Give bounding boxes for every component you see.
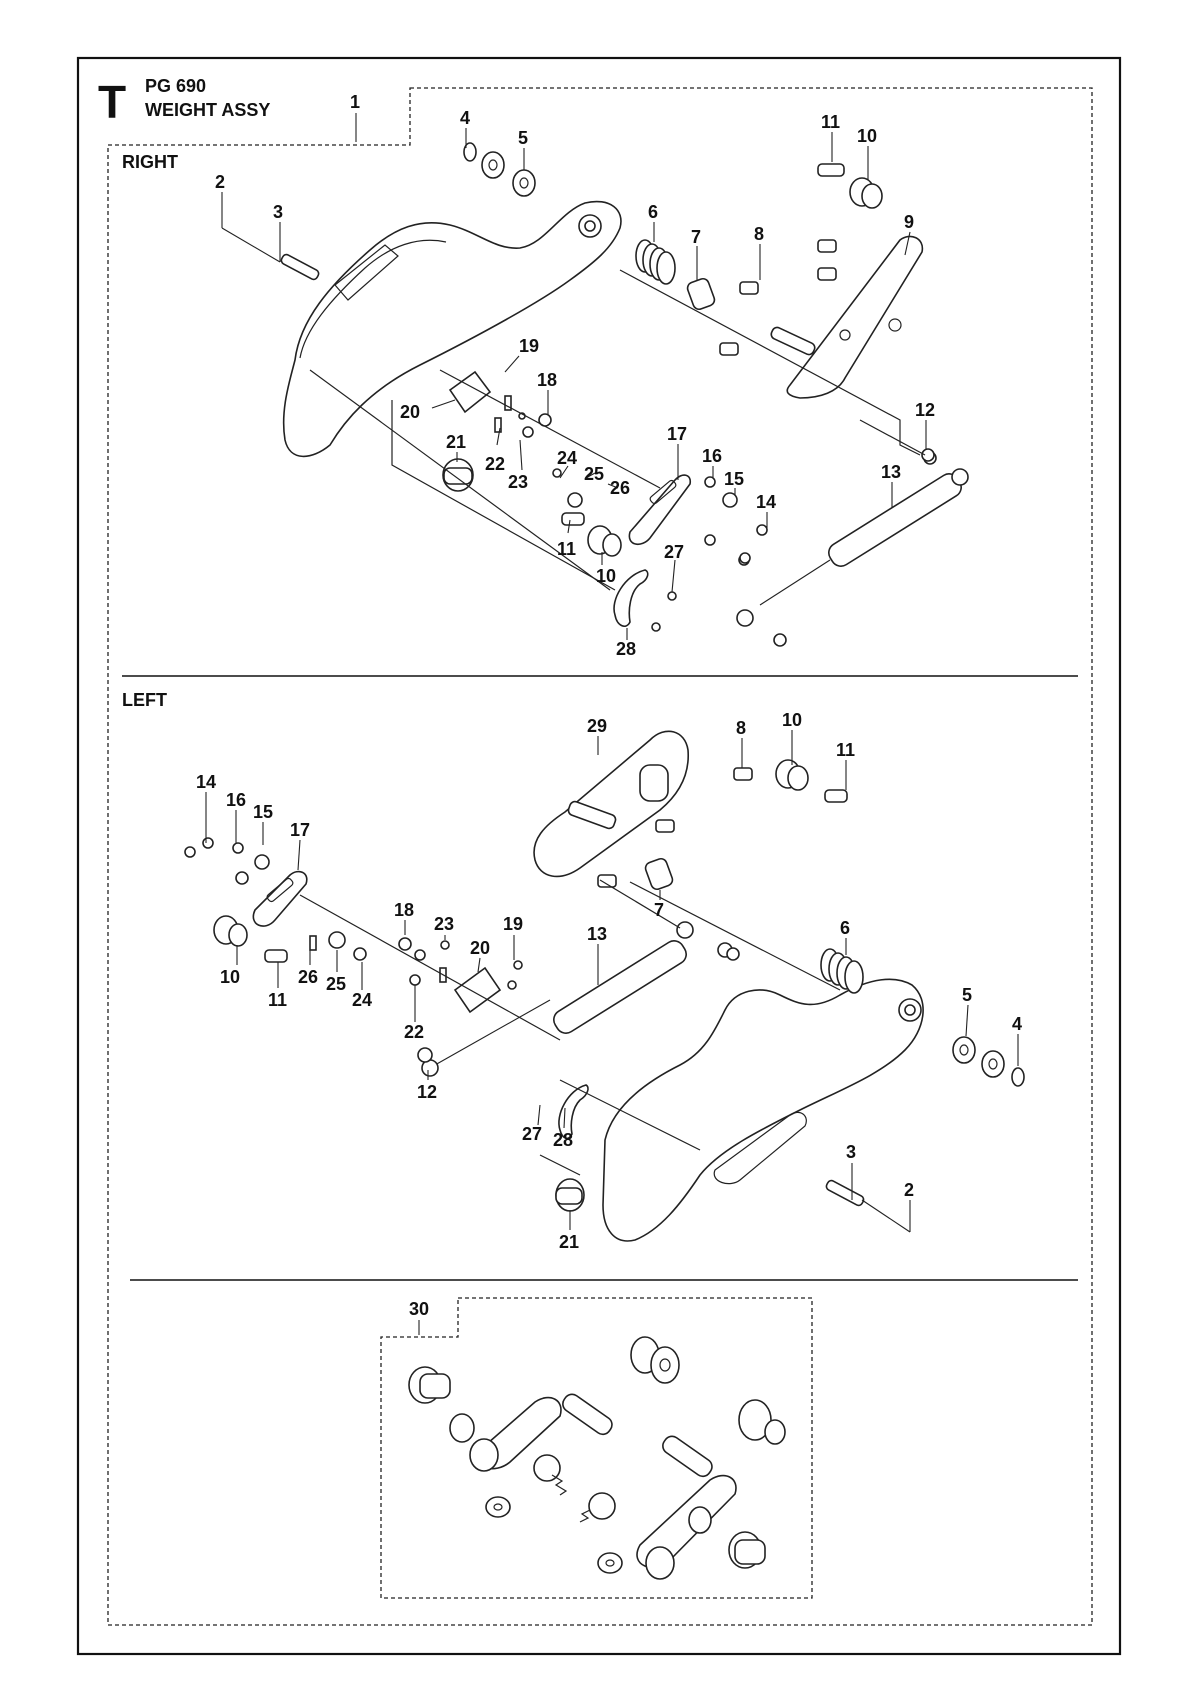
left-callout-2: 2 [904, 1180, 914, 1200]
left-weight-arm [602, 978, 924, 1242]
right-callout-22: 22 [485, 454, 505, 474]
right-weight-arm [282, 200, 622, 458]
left-callout-26: 26 [298, 967, 318, 987]
header-model: PG 690 [145, 76, 206, 96]
right-callout-26: 26 [610, 478, 630, 498]
left-callout-24: 24 [352, 990, 372, 1010]
right-callout-18: 18 [537, 370, 557, 390]
right-callout-16: 16 [702, 446, 722, 466]
right-callout-27: 27 [664, 542, 684, 562]
right-assembly: 2 3 4 5 6 7 8 9 10 11 12 13 14 15 16 17 … [215, 108, 969, 659]
left-bracket [252, 870, 308, 927]
header-title: WEIGHT ASSY [145, 100, 270, 120]
right-callout-28: 28 [616, 639, 636, 659]
right-callout-15: 15 [724, 469, 744, 489]
page-frame [76, 56, 1122, 1656]
section-right-label: RIGHT [122, 152, 178, 172]
right-callout-11-mid: 11 [557, 539, 576, 559]
callout-1: 1 [350, 92, 360, 112]
kit-section: 30 [380, 1297, 813, 1599]
left-callout-22: 22 [404, 1022, 424, 1042]
left-callout-10-left: 10 [220, 967, 240, 987]
right-callout-2: 2 [215, 172, 225, 192]
left-callout-18: 18 [394, 900, 414, 920]
assembly-boundary [107, 87, 1093, 1626]
header-letter: T [98, 76, 126, 128]
right-callout-10-top: 10 [857, 126, 877, 146]
right-callout-5: 5 [518, 128, 528, 148]
left-callout-28: 28 [553, 1130, 573, 1150]
right-callout-12: 12 [915, 400, 935, 420]
left-callout-21: 21 [559, 1232, 579, 1252]
left-spring [820, 948, 864, 994]
left-callout-11-top: 11 [836, 740, 855, 760]
left-mount-plate [533, 730, 689, 878]
left-callout-10-top: 10 [782, 710, 802, 730]
left-callout-27: 27 [522, 1124, 542, 1144]
right-gas-strut [736, 451, 969, 647]
left-callout-6: 6 [840, 918, 850, 938]
left-callout-17: 17 [290, 820, 310, 840]
left-callout-12: 12 [417, 1082, 437, 1102]
right-callout-11-top: 11 [821, 112, 840, 132]
left-callout-3: 3 [846, 1142, 856, 1162]
right-switch-block [448, 370, 492, 414]
right-callout-6: 6 [648, 202, 658, 222]
left-callout-15: 15 [253, 802, 273, 822]
right-mount-plate [786, 235, 924, 399]
right-callout-25: 25 [584, 464, 604, 484]
left-callout-29: 29 [587, 716, 607, 736]
right-callout-10-mid: 10 [596, 566, 616, 586]
right-callout-19: 19 [519, 336, 539, 356]
kit-callout-30: 30 [409, 1299, 429, 1319]
left-callout-4: 4 [1012, 1014, 1022, 1034]
right-callout-8: 8 [754, 224, 764, 244]
right-callout-7: 7 [691, 227, 701, 247]
left-callout-20: 20 [470, 938, 490, 958]
left-callout-11-left: 11 [268, 990, 287, 1010]
kit-boundary [380, 1297, 813, 1599]
right-callout-20: 20 [400, 402, 420, 422]
left-callout-7: 7 [654, 900, 664, 920]
right-spring [635, 239, 676, 285]
right-callout-14: 14 [756, 492, 776, 512]
right-callout-23: 23 [508, 472, 528, 492]
right-callout-9: 9 [904, 212, 914, 232]
left-callout-13: 13 [587, 924, 607, 944]
left-switch-block [453, 966, 502, 1014]
left-assembly: 29 8 10 11 14 16 15 17 18 23 19 20 13 6 … [184, 710, 1025, 1252]
section-left-label: LEFT [122, 690, 167, 710]
left-gas-strut [417, 921, 733, 1077]
right-callout-4: 4 [460, 108, 470, 128]
left-callout-14: 14 [196, 772, 216, 792]
right-callout-21: 21 [446, 432, 466, 452]
right-callout-24: 24 [557, 448, 577, 468]
left-callout-25: 25 [326, 974, 346, 994]
left-callout-5: 5 [962, 985, 972, 1005]
right-callout-13: 13 [881, 462, 901, 482]
left-callout-8: 8 [736, 718, 746, 738]
left-callout-23: 23 [434, 914, 454, 934]
right-bracket [628, 474, 692, 545]
left-callout-19: 19 [503, 914, 523, 934]
right-callout-3: 3 [273, 202, 283, 222]
right-callout-17: 17 [667, 424, 687, 444]
left-callout-16: 16 [226, 790, 246, 810]
